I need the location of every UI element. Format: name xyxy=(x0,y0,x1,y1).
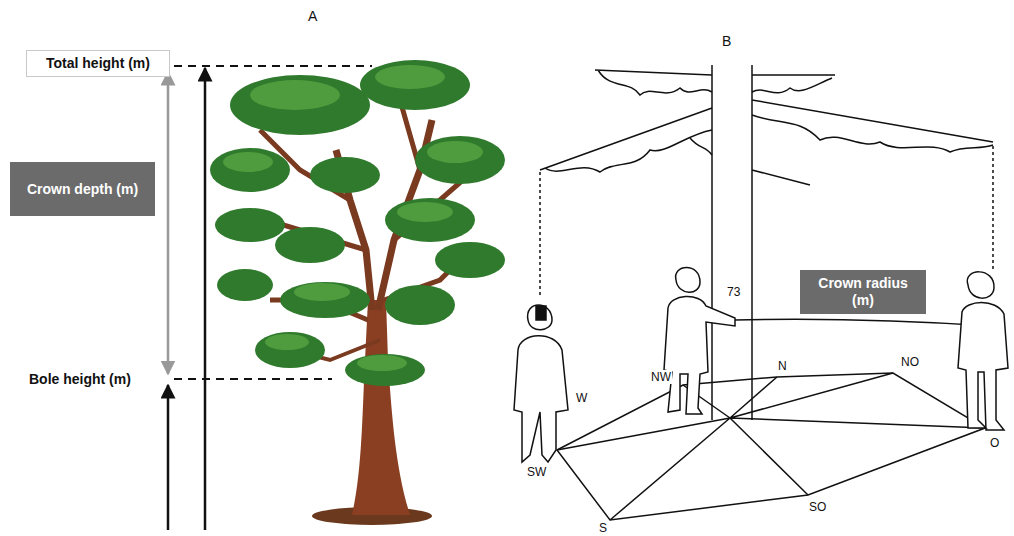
crown-radius-sketch xyxy=(514,65,1008,520)
dimension-label: Bole height (m) xyxy=(28,371,132,387)
node-text: Crown radius (m) xyxy=(806,275,920,309)
dimension-box: Crown radius (m) xyxy=(800,270,926,314)
dimension-box: Crown depth (m) xyxy=(10,162,155,216)
compass-label: S xyxy=(598,521,608,535)
callout-number: 73 xyxy=(726,285,741,299)
compass-label: O xyxy=(989,436,1000,450)
panel-letter: A xyxy=(307,8,318,24)
measure-lines xyxy=(168,66,372,530)
compass-label: N xyxy=(777,359,788,373)
compass-label: NW xyxy=(650,370,672,384)
node-text: Crown depth (m) xyxy=(27,181,138,198)
compass-label: W xyxy=(575,391,588,405)
height-label-box: Total height (m) xyxy=(26,50,170,77)
node-text: Total height (m) xyxy=(46,55,150,72)
panel-letter: B xyxy=(721,33,732,49)
compass-label: SW xyxy=(526,465,547,479)
compass-label: NO xyxy=(900,355,920,369)
tree-picture xyxy=(210,60,505,525)
compass-label: SO xyxy=(808,500,827,514)
